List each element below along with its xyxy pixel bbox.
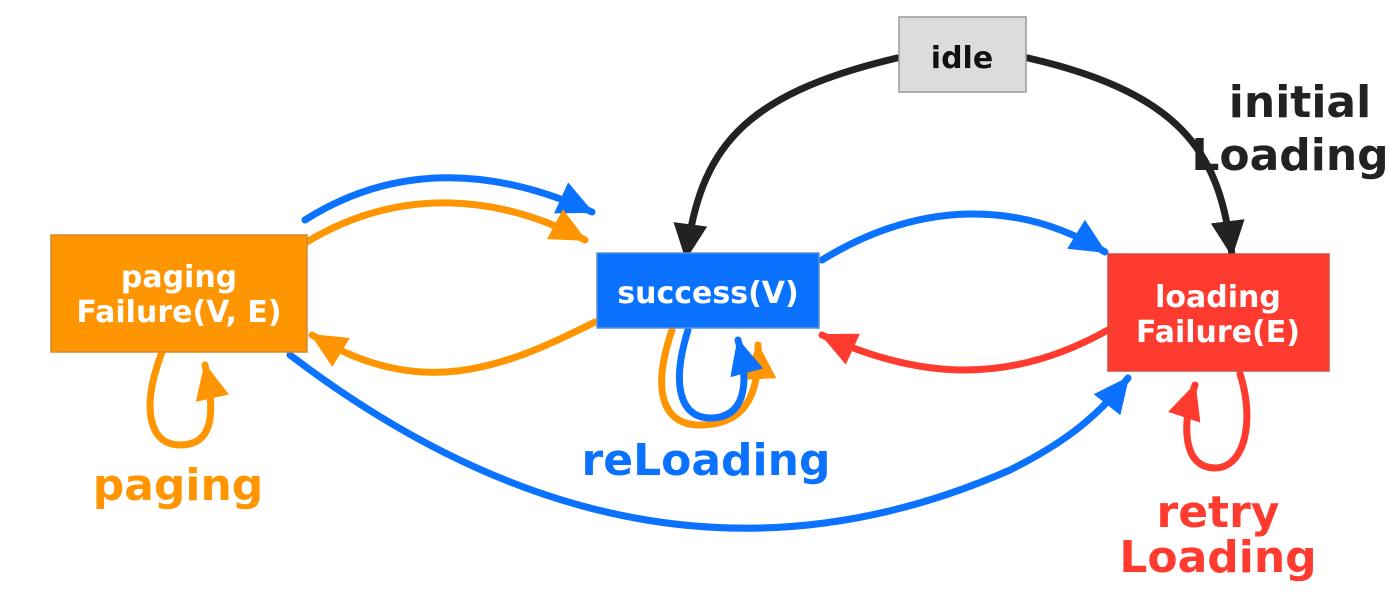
node-idle-label: idle (931, 41, 993, 76)
edge-idle-to-success (673, 54, 901, 262)
edge-paging-failure-to-success-orange (301, 199, 589, 247)
label-reloading: reLoading (582, 435, 831, 486)
node-paging-failure-line1: paging (121, 260, 237, 295)
node-loading-failure: loading Failure(E) (1107, 253, 1330, 372)
label-retry-loading-line1: retry (1157, 487, 1280, 538)
label-initial-loading-line2: Loading (1191, 130, 1388, 181)
edge-reloading-loop-orange (658, 326, 777, 429)
edge-loading-failure-to-success (818, 326, 1112, 374)
edge-success-to-loading-failure (818, 210, 1109, 264)
node-idle: idle (898, 16, 1027, 93)
edge-paging-failure-to-success-blue (301, 174, 596, 224)
node-success-label: success(V) (617, 276, 798, 311)
edge-idle-to-loading-failure (1024, 54, 1245, 259)
node-loading-failure-line1: loading (1155, 280, 1281, 315)
edge-retry-loading-loop (1168, 370, 1251, 472)
edge-reloading-loop-blue (675, 326, 764, 422)
node-loading-failure-line2: Failure(E) (1136, 315, 1300, 350)
label-retry-loading-line2: Loading (1119, 532, 1316, 583)
node-paging-failure: paging Failure(V, E) (50, 234, 308, 353)
label-initial-loading-line1: initial (1229, 77, 1371, 128)
node-paging-failure-line2: Failure(V, E) (76, 295, 281, 330)
edge-paging-self-loop (146, 348, 229, 449)
node-success: success(V) (596, 252, 820, 329)
edge-paging-failure-to-loading-failure (286, 351, 1132, 532)
edge-success-to-paging-failure (308, 318, 599, 376)
label-paging: paging (93, 460, 264, 511)
